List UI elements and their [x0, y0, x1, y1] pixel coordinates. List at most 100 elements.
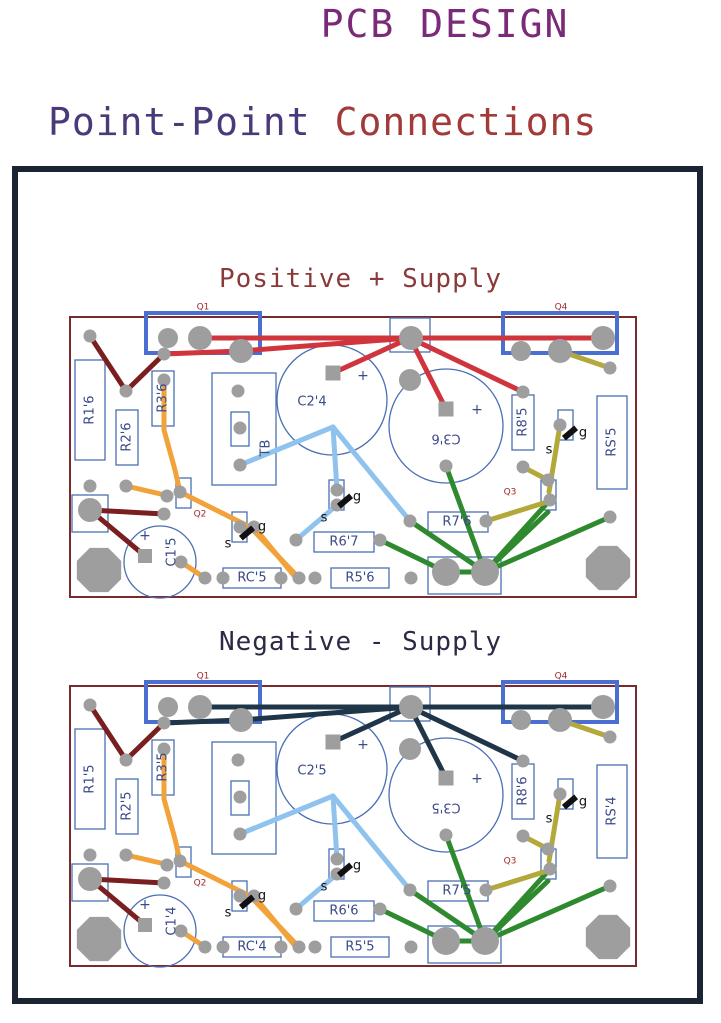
label-r7: R7'5 — [442, 884, 471, 899]
solder-pad — [119, 753, 133, 767]
solder-pad — [516, 460, 530, 474]
gate-trace — [123, 852, 168, 867]
solder-pad — [553, 787, 567, 801]
solder-pad — [399, 738, 421, 760]
solder-pad — [603, 361, 617, 375]
terminal-block-body — [211, 741, 277, 855]
solder-pad — [198, 940, 212, 954]
capacitor-c1-square-pad — [138, 918, 152, 932]
signal-trace — [293, 871, 340, 912]
label-r5: R5'5 — [345, 940, 374, 955]
driver-trace — [87, 876, 167, 886]
solder-pad — [188, 695, 212, 719]
solder-pad — [591, 695, 615, 719]
ground-trace — [482, 514, 613, 575]
label-r3: R3'5 — [156, 752, 171, 781]
connector-top-outline — [389, 686, 431, 722]
solder-pad — [174, 555, 188, 569]
resistor-r5-body — [330, 567, 390, 589]
fet-gate-marker — [336, 862, 354, 878]
solder-pad — [439, 459, 453, 473]
driver-trace — [87, 702, 129, 763]
label-q1: Q1 — [197, 672, 210, 682]
label-q3: Q3 — [504, 857, 517, 867]
label-r2: R2'5 — [120, 791, 135, 820]
solder-pad — [119, 479, 133, 493]
solder-pad — [479, 514, 493, 528]
capacitor-c3-body — [388, 737, 504, 853]
label-rs: RS'4 — [605, 796, 620, 825]
solder-pad — [432, 558, 460, 586]
label-gate: g — [579, 795, 587, 810]
solder-pad — [174, 924, 188, 938]
signal-trace — [330, 793, 340, 862]
transistor-q2-outline — [71, 494, 109, 533]
solder-pad — [591, 326, 615, 350]
solder-pad — [471, 927, 499, 955]
solder-pad — [274, 571, 288, 585]
supply-rail-trace — [407, 704, 526, 764]
solder-pad — [157, 507, 171, 521]
supply-rail-trace — [161, 717, 244, 726]
solder-pad — [233, 790, 247, 804]
label-source: s — [546, 812, 553, 827]
label-c3: C3'5 — [431, 800, 460, 815]
label-source: s — [321, 880, 328, 895]
gate-trace — [161, 746, 183, 864]
solder-pad — [233, 827, 247, 841]
solder-pad — [233, 421, 247, 435]
label-r8: R8'5 — [516, 407, 531, 436]
subtitle-part-2: Connections — [334, 100, 598, 144]
ground-trace — [482, 883, 613, 944]
connector-top-outline — [389, 317, 431, 353]
capacitor-c1-body — [123, 894, 197, 968]
label-source: s — [321, 511, 328, 526]
mounting-hole-right — [585, 914, 631, 960]
solder-pad — [83, 329, 97, 343]
olive-trace — [483, 868, 550, 893]
solder-pad — [511, 710, 531, 730]
solder-pad — [330, 483, 344, 497]
capacitor-c2-square-pad — [325, 365, 341, 381]
solder-pad — [158, 697, 178, 717]
solder-pad — [603, 730, 617, 744]
mounting-hole-left — [76, 547, 122, 593]
label-r8: R8'6 — [516, 776, 531, 805]
label-c1: C1'5 — [165, 537, 180, 566]
solder-pad — [432, 927, 460, 955]
signal-trace — [330, 793, 413, 893]
label-q2: Q2 — [194, 879, 207, 889]
solder-pad — [373, 902, 387, 916]
resistor-rs-body — [596, 395, 628, 490]
supply-rail-trace — [407, 335, 449, 412]
solder-pad — [439, 828, 453, 842]
solder-pad — [292, 940, 306, 954]
signal-trace — [330, 424, 413, 524]
solder-pad — [157, 373, 171, 387]
solder-pad — [541, 473, 555, 487]
solder-pad — [603, 879, 617, 893]
driver-trace — [123, 351, 167, 394]
terminal-block-body — [211, 372, 277, 486]
board-outline — [69, 316, 637, 598]
solder-pad — [83, 848, 97, 862]
label-c1: C1'4 — [165, 906, 180, 935]
solder-pad — [541, 842, 555, 856]
solder-pad — [233, 458, 247, 472]
solder-pad — [399, 695, 423, 719]
fet-gate-marker — [238, 894, 256, 910]
positive-supply-title: Positive + Supply — [218, 264, 503, 294]
solder-pad — [516, 829, 530, 843]
solder-pad — [160, 489, 174, 503]
resistor-r2-body — [115, 409, 139, 466]
fet-gate-marker — [336, 493, 354, 509]
solder-pad — [198, 571, 212, 585]
label-c2: C2'5 — [297, 764, 326, 779]
olive-trace — [483, 499, 550, 524]
capacitor-c3-body — [388, 368, 504, 484]
mounting-hole-left — [76, 916, 122, 962]
solder-pad — [511, 341, 531, 361]
label-rc: RC'4 — [237, 940, 266, 955]
plus-mark-c1: + — [139, 528, 151, 544]
